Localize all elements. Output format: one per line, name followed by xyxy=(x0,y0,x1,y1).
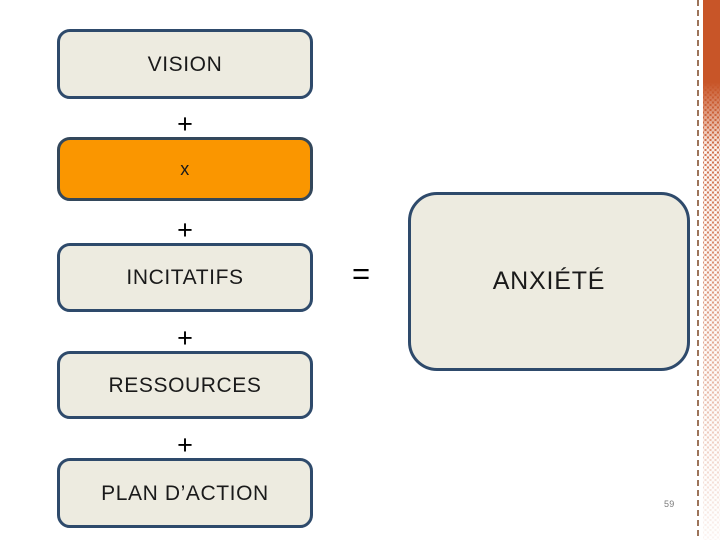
page-number: 59 xyxy=(664,499,675,509)
result-box-anxiete[interactable]: ANXIÉTÉ xyxy=(408,192,690,371)
term-label-vision: VISION xyxy=(147,52,223,76)
term-label-ressources: RESSOURCES xyxy=(108,373,262,397)
decorative-right-border xyxy=(693,0,720,540)
decorative-halftone-dots xyxy=(703,0,720,540)
equals-operator: = xyxy=(351,256,371,291)
decorative-orange-stripe xyxy=(703,0,720,540)
decorative-stripe-solid-top xyxy=(703,0,720,150)
term-box-plan-daction[interactable]: PLAN D’ACTION xyxy=(57,458,313,528)
term-label-plan-daction: PLAN D’ACTION xyxy=(101,481,269,505)
result-label-anxiete: ANXIÉTÉ xyxy=(492,267,606,295)
decorative-stripe-fade xyxy=(703,0,720,540)
term-label-x: x xyxy=(180,159,190,179)
term-label-incitatifs: INCITATIFS xyxy=(126,266,244,289)
term-box-vision[interactable]: VISION xyxy=(57,29,313,99)
plus-operator-3: + xyxy=(177,323,193,353)
plus-operator-4: + xyxy=(177,430,193,460)
plus-operator-1: + xyxy=(177,109,193,139)
term-box-x[interactable]: x xyxy=(57,137,313,201)
decorative-dashed-line xyxy=(697,0,699,540)
equation-terms-column: VISION + x + INCITATIFS + RESSOURCES + P… xyxy=(57,29,313,529)
plus-operator-2: + xyxy=(177,215,193,245)
term-box-ressources[interactable]: RESSOURCES xyxy=(57,351,313,419)
term-box-incitatifs[interactable]: INCITATIFS xyxy=(57,243,313,312)
